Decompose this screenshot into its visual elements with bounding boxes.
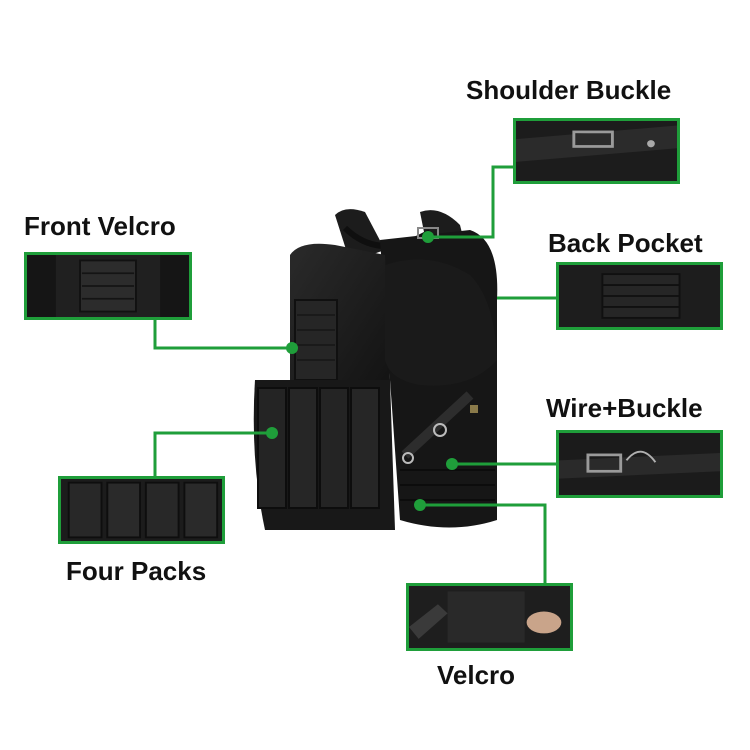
callout-label-wire-buckle: Wire+Buckle (546, 393, 703, 423)
inset-back-pocket-photo (556, 262, 723, 330)
callout-label-front-velcro: Front Velcro (24, 211, 176, 241)
callout-label-velcro: Velcro (437, 660, 516, 690)
callout-label-shoulder-buckle: Shoulder Buckle (466, 75, 672, 105)
inset-four-packs-photo (58, 476, 225, 544)
callout-label-back-pocket: Back Pocket (548, 228, 703, 258)
inset-shoulder-buckle-photo (513, 118, 680, 184)
callout-label-four-packs: Four Packs (66, 556, 207, 586)
inset-wire-buckle-photo (556, 430, 723, 498)
inset-velcro-photo (406, 583, 573, 651)
inset-front-velcro-photo (24, 252, 192, 320)
